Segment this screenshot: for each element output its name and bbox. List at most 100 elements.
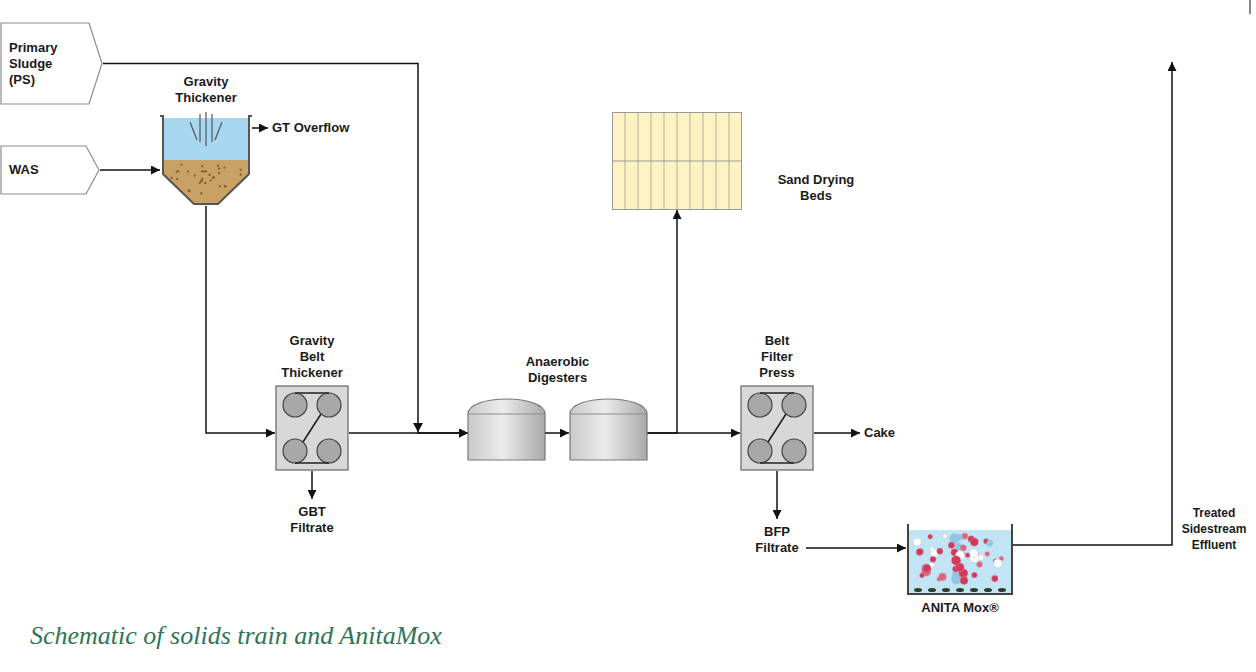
carrier-media — [956, 588, 964, 592]
unit-heading: Anaerobic Digesters — [518, 354, 598, 386]
carrier-media — [928, 588, 936, 592]
sludge-dot — [187, 189, 189, 191]
biofilm-granule — [930, 556, 936, 562]
biofilm-granule — [951, 556, 960, 565]
filtrate-arrow — [776, 471, 778, 519]
biofilm-granule — [939, 573, 947, 581]
sludge-dot — [194, 175, 196, 177]
source-pentagon: WAS — [0, 145, 100, 195]
node-label: Primary Sludge (PS) — [9, 40, 71, 88]
sludge-dot — [203, 170, 205, 172]
roller — [782, 393, 806, 417]
carrier-media — [914, 588, 922, 592]
sludge-dot — [204, 182, 206, 184]
biofilm-granule — [929, 547, 934, 552]
biofilm-granule — [978, 555, 984, 561]
stream-label: GBT Filtrate — [286, 504, 338, 536]
sludge-flow-line — [103, 64, 468, 434]
transfer-arrow — [545, 432, 569, 434]
unit-heading: ANITA Mox® — [905, 600, 1015, 616]
digester-dome — [570, 399, 647, 460]
unit-heading: Belt Filter Press — [749, 333, 805, 381]
stream-label: Treated Sidestream Effluent — [1180, 505, 1248, 553]
biofilm-granule — [992, 575, 999, 582]
biofilm-granule — [942, 534, 947, 539]
sludge-dot — [177, 170, 179, 172]
carrier-media — [942, 588, 950, 592]
dome-rim — [469, 414, 544, 415]
biofilm-granule — [916, 548, 923, 555]
biofilm-granule — [922, 564, 931, 573]
pentagon-outline — [1, 146, 99, 194]
sludge-dot — [217, 165, 219, 167]
filtrate-arrow — [311, 471, 313, 499]
biofilm-granule — [962, 533, 968, 539]
sludge-dot — [239, 174, 241, 176]
feed-well — [190, 112, 222, 146]
biofilm-granule — [960, 545, 966, 551]
carrier-media — [970, 588, 978, 592]
unit-heading: Gravity Belt Thickener — [276, 333, 348, 381]
sludge-dot — [200, 192, 202, 194]
sludge-dot — [225, 185, 227, 187]
anitamox-reactor-outline — [908, 520, 1012, 594]
source-pentagon: Primary Sludge (PS) — [0, 22, 103, 105]
belt-thickener-outline — [275, 385, 349, 471]
roller — [782, 439, 806, 463]
sludge-flow-line — [100, 169, 160, 171]
sludge-dot — [224, 185, 226, 187]
roller — [283, 439, 307, 463]
sludge-flow-line — [647, 432, 740, 434]
sludge-dot — [201, 165, 203, 167]
biofilm-granule — [948, 542, 955, 549]
sludge-dot — [180, 164, 182, 166]
sludge-dot — [219, 185, 221, 187]
belt — [295, 393, 329, 463]
biofilm-granule — [913, 538, 921, 546]
stream-label: Cake — [864, 425, 895, 441]
stream-label: GT Overflow — [272, 120, 349, 136]
roller — [748, 393, 772, 417]
biofilm-granule — [970, 538, 978, 546]
effluent-arrow — [1012, 62, 1172, 545]
sand-drying-beds: Sand Drying Beds — [612, 112, 742, 210]
cropped-line — [1250, 0, 1251, 14]
digester-pair-outline — [468, 390, 647, 460]
sludge-dot — [213, 176, 215, 178]
sludge-dot — [176, 178, 178, 180]
biofilm-granule — [969, 549, 978, 558]
sludge-dot — [201, 180, 203, 182]
belt-filter-press: Belt Filter Press — [740, 385, 814, 471]
sludge-dot — [201, 178, 203, 180]
gravity-thickener-outline — [160, 110, 252, 206]
digester-dome — [468, 399, 545, 460]
biofilm-granule — [952, 575, 961, 584]
digester-pair: Anaerobic Digesters — [468, 390, 647, 460]
sludge-dot — [201, 170, 203, 172]
unit-heading: Gravity Thickener — [166, 74, 246, 106]
reactor-outline — [908, 524, 1012, 594]
cake-arrow — [814, 432, 860, 434]
bed-area — [613, 113, 742, 210]
biofilm-granule — [960, 577, 968, 585]
node-label: WAS — [9, 162, 71, 178]
biofilm-granule — [972, 572, 978, 578]
sludge-dot — [223, 167, 225, 169]
sludge-flow-line — [206, 206, 275, 433]
dome-rim — [571, 414, 646, 415]
sludge — [163, 160, 249, 203]
sludge-dot — [218, 168, 220, 170]
carrier-media — [998, 588, 1006, 592]
press-housing — [276, 386, 348, 470]
sludge-dot — [187, 170, 189, 172]
biofilm-granule — [977, 561, 983, 567]
sludge-dot — [199, 182, 201, 184]
sludge-dot — [205, 170, 207, 172]
biofilm-granule — [985, 552, 990, 557]
belt — [760, 393, 794, 463]
sludge-dot — [171, 177, 173, 179]
biofilm-granule — [937, 548, 943, 554]
bed-divider — [612, 160, 742, 161]
